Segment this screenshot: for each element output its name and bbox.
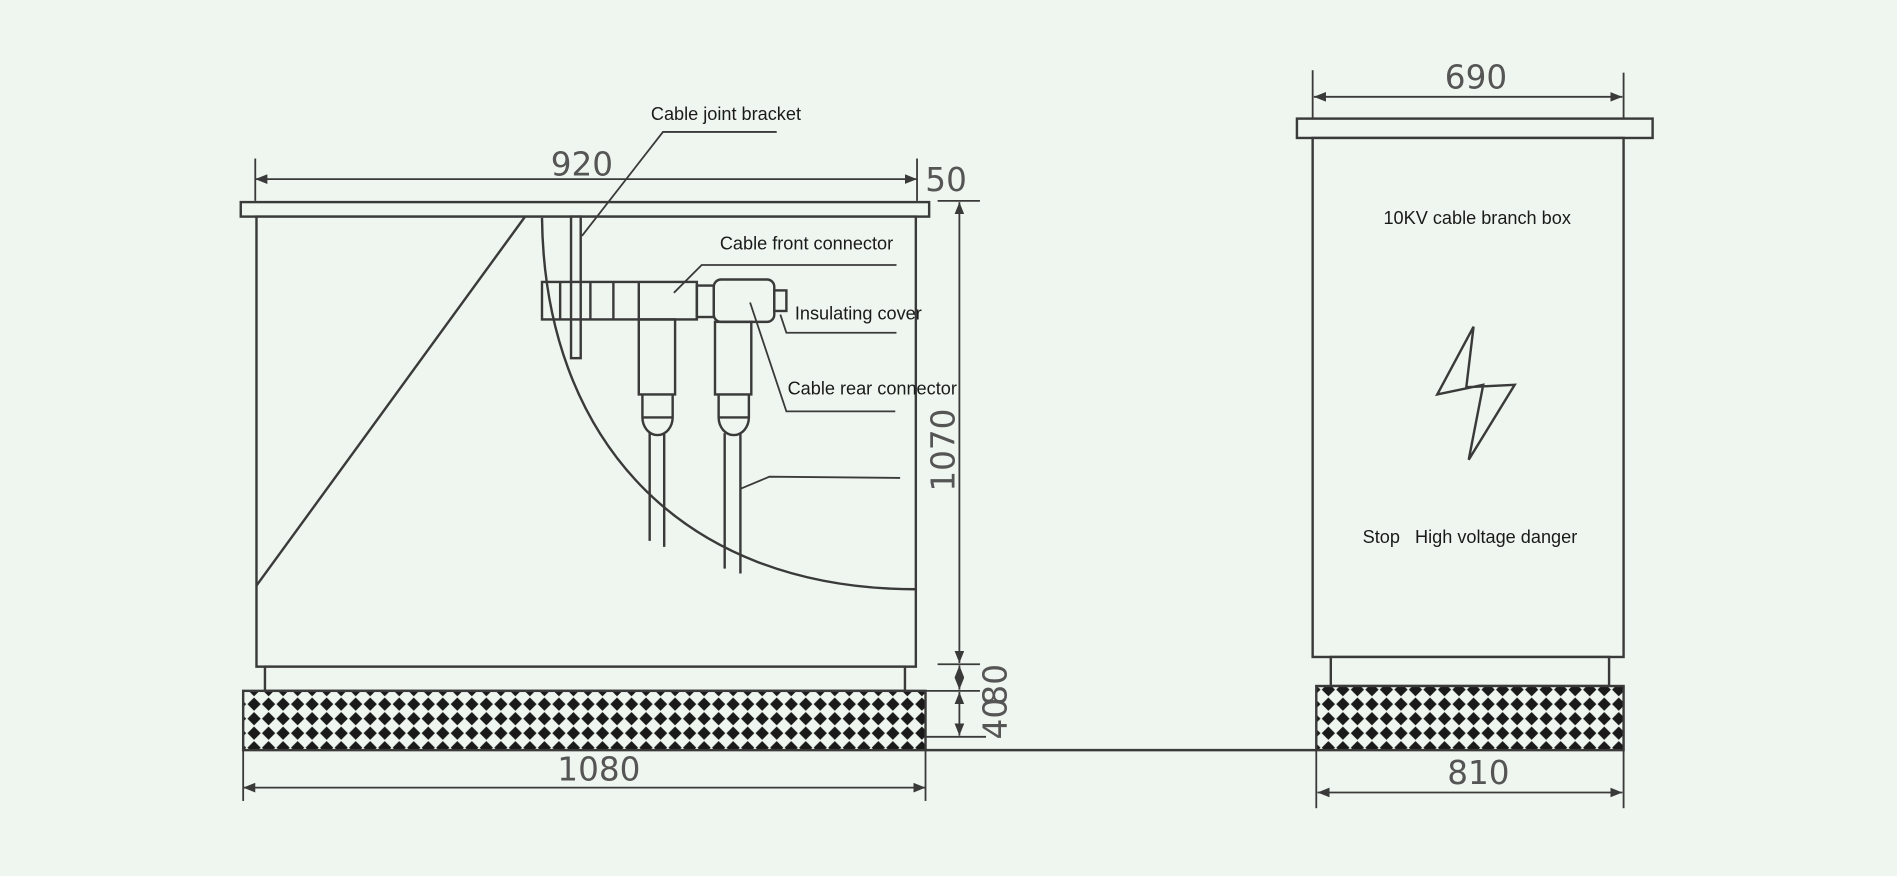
label-cable-rear-connector: Cable rear connector [788,378,957,398]
leader-rear-connector [749,302,896,413]
dim-690-text: 690 [1445,58,1507,96]
warning-text: Stop High voltage danger [1363,527,1578,547]
dim-1080-text: 1080 [557,750,640,788]
leader-insulating-cover [779,314,897,334]
front-connector-boot [641,394,674,437]
box-title: 10KV cable branch box [1383,208,1570,228]
label-cable-joint-bracket: Cable joint bracket [651,104,801,124]
leader-joint-bracket [581,131,777,237]
left-side-view: Cable joint bracket Cable front connecto… [239,104,1317,801]
right-front-view: 10KV cable branch box Stop High voltage … [1295,58,1654,809]
label-insulating-cover: Insulating cover [795,303,922,323]
top-plate [1295,117,1654,140]
cabinet-body [255,215,918,668]
leader-cable [740,475,901,490]
cabinet-body [1311,136,1625,659]
cutaway-curve [540,217,916,591]
dim-50-text: 50 [925,161,967,199]
front-connector-stem [637,318,677,396]
insulating-cap [773,289,788,313]
checkered-base [1315,684,1625,752]
rear-connector-boot [717,394,751,437]
plinth [1329,655,1611,688]
joint-bracket [569,215,582,360]
top-plate [239,200,931,218]
door-diagonal [255,215,527,587]
dim-80-text: 80 [977,664,1015,706]
dim-920-text: 920 [551,145,613,183]
label-cable-front-connector: Cable front connector [720,233,893,253]
dim-810-text: 810 [1447,754,1509,792]
checkered-base [241,689,927,752]
rear-connector-stem [713,320,753,396]
dim-1070-text: 1070 [925,409,963,492]
plinth [263,665,907,693]
leader-front-connector [673,264,897,294]
lightning-bolt-icon [1434,326,1517,461]
dim-40-text: 40 [977,698,1015,740]
